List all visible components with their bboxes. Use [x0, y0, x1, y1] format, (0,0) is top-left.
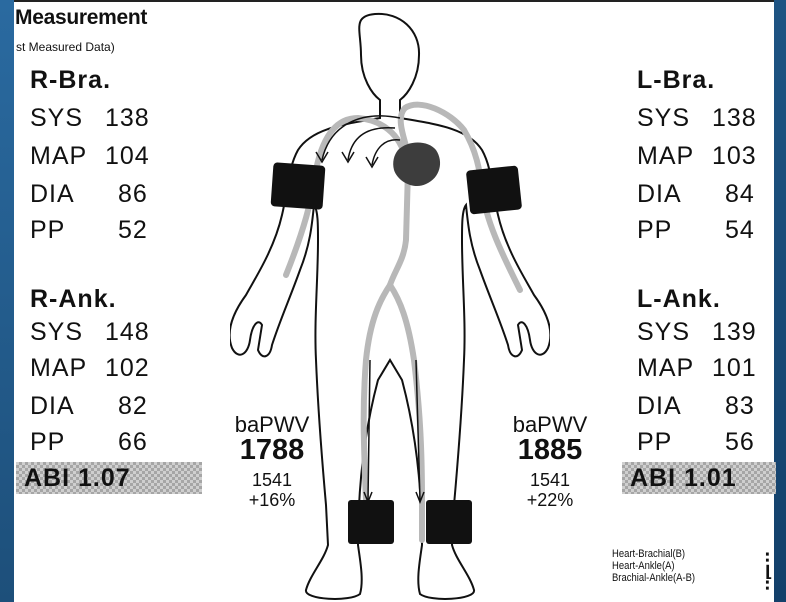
l-ank-title: L-Ank.: [637, 285, 721, 314]
right-pwv-value: 1788: [222, 436, 322, 464]
r-bra-title: R-Bra.: [30, 66, 111, 95]
cuff-icon: [426, 500, 472, 544]
sys-label: SYS: [637, 104, 690, 133]
r-ank-map-value: 102: [105, 354, 150, 383]
clipped-edge-text: ∶⌊∶: [765, 552, 772, 594]
pp-label: PP: [30, 428, 65, 457]
cuff-icon: [466, 165, 522, 214]
pp-label: PP: [637, 428, 672, 457]
l-abi-value: 1.01: [684, 464, 737, 492]
r-abi-badge: ABI 1.07: [16, 462, 202, 494]
legend-brachial-ankle: Brachial-Ankle(A-B): [612, 572, 695, 584]
page-title: Measurement: [15, 6, 147, 30]
l-bra-dia-value: 84: [725, 180, 755, 209]
page-subtitle: st Measured Data): [16, 40, 115, 54]
right-pwv-panel: baPWV 1788 1541 +16%: [222, 414, 322, 510]
l-ank-map-value: 101: [712, 354, 757, 383]
cuff-icon: [348, 500, 394, 544]
legend-heart-ankle: Heart-Ankle(A): [612, 560, 675, 572]
l-ank-sys-value: 139: [712, 318, 757, 347]
dia-label: DIA: [30, 180, 75, 209]
right-pwv-reference: 1541: [222, 470, 322, 490]
map-label: MAP: [637, 354, 694, 383]
r-ank-pp-value: 66: [118, 428, 148, 457]
human-body-figure: [230, 0, 550, 602]
sys-label: SYS: [637, 318, 690, 347]
l-ank-pp-value: 56: [725, 428, 755, 457]
left-pwv-panel: baPWV 1885 1541 +22%: [500, 414, 600, 510]
right-pwv-delta: +16%: [222, 490, 322, 510]
sys-label: SYS: [30, 318, 83, 347]
abi-label: ABI: [24, 464, 70, 492]
left-pwv-value: 1885: [500, 436, 600, 464]
l-abi-badge: ABI 1.01: [622, 462, 776, 494]
map-label: MAP: [30, 142, 87, 171]
r-bra-sys-value: 138: [105, 104, 150, 133]
r-bra-map-value: 104: [105, 142, 150, 171]
dia-label: DIA: [637, 180, 682, 209]
l-bra-pp-value: 54: [725, 216, 755, 245]
pp-label: PP: [30, 216, 65, 245]
r-ank-sys-value: 148: [105, 318, 150, 347]
l-bra-map-value: 103: [712, 142, 757, 171]
r-ank-dia-value: 82: [118, 392, 148, 421]
r-bra-dia-value: 86: [118, 180, 148, 209]
map-label: MAP: [637, 142, 694, 171]
dia-label: DIA: [637, 392, 682, 421]
pwv-label: baPWV: [222, 414, 322, 436]
l-ank-dia-value: 83: [725, 392, 755, 421]
l-bra-title: L-Bra.: [637, 66, 715, 95]
abi-label: ABI: [630, 464, 676, 492]
cuff-icon: [271, 162, 326, 210]
window-frame-right: [774, 0, 786, 602]
window-frame-left: [0, 0, 14, 602]
left-pwv-reference: 1541: [500, 470, 600, 490]
legend-heart-brachial: Heart-Brachial(B): [612, 548, 685, 560]
map-label: MAP: [30, 354, 87, 383]
r-ank-title: R-Ank.: [30, 285, 117, 314]
pwv-label: baPWV: [500, 414, 600, 436]
dia-label: DIA: [30, 392, 75, 421]
sys-label: SYS: [30, 104, 83, 133]
r-abi-value: 1.07: [78, 464, 131, 492]
pp-label: PP: [637, 216, 672, 245]
l-bra-sys-value: 138: [712, 104, 757, 133]
left-pwv-delta: +22%: [500, 490, 600, 510]
r-bra-pp-value: 52: [118, 216, 148, 245]
